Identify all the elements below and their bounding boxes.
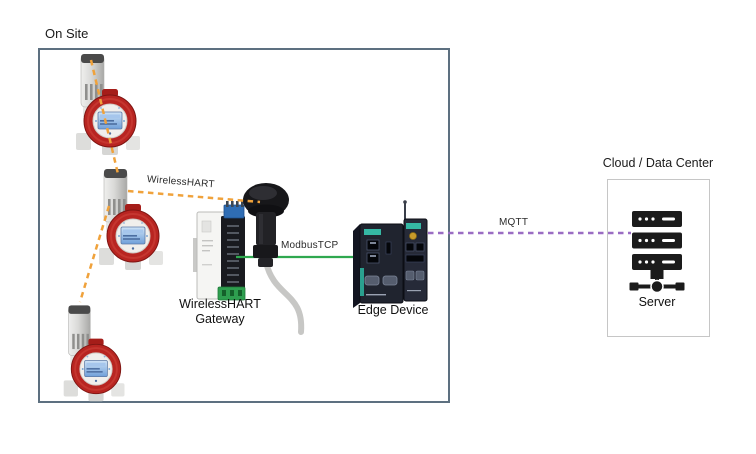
cloud-zone-box [607,179,710,337]
cloud-zone-label: Cloud / Data Center [602,156,714,170]
wirelesshart-connection-lines [78,59,261,303]
modbustcp-connection-label: ModbusTCP [281,240,339,251]
mqtt-connection-label: MQTT [499,217,529,228]
on-site-zone-label: On Site [45,26,89,41]
gateway-device-label: WirelessHART Gateway [162,297,278,327]
antenna-cable [263,259,305,335]
edge-device-label: Edge Device [357,303,429,317]
server-label: Server [638,295,676,309]
edge-device [353,200,428,308]
wirelesshart-gateway-device [193,201,246,301]
server-icon [629,211,685,294]
gateway-label-line2: Gateway [195,312,245,326]
gas-sensor-icon-1 [75,53,141,156]
on-site-zone-box [38,48,450,403]
gateway-label-line1: WirelessHART [179,297,261,311]
wirelesshart-antenna [243,183,305,335]
gas-sensor-icon-3 [62,304,126,403]
